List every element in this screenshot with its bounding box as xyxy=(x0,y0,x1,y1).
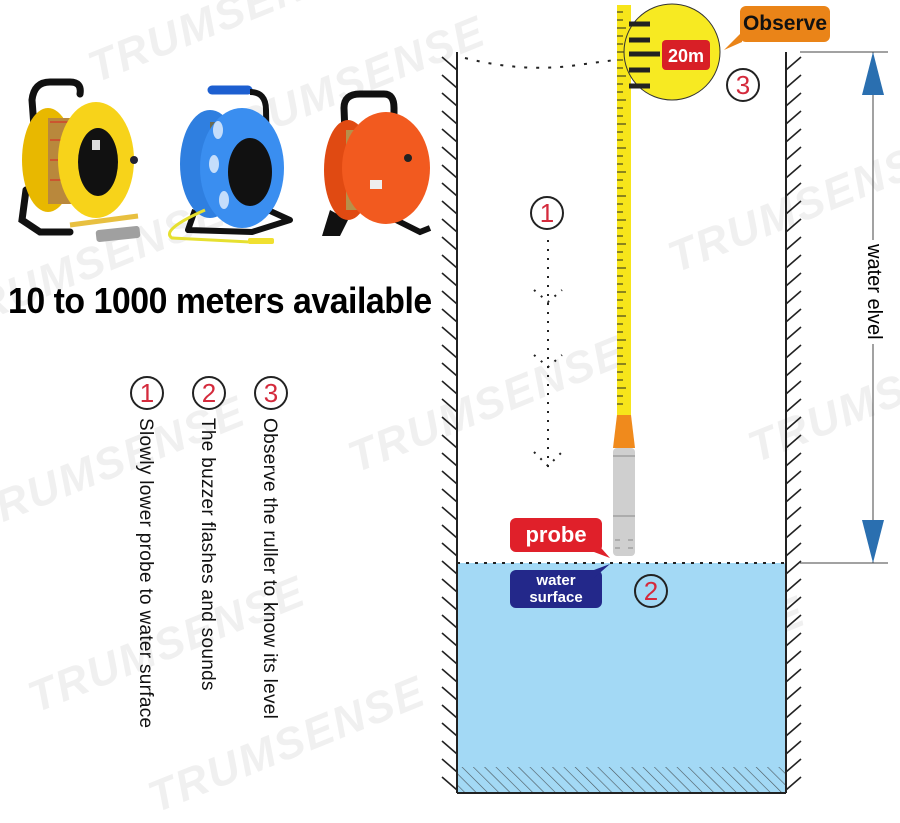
yellow-reel-image xyxy=(18,78,141,242)
measuring-tape xyxy=(617,5,631,415)
diagram-step-2-marker: 2 xyxy=(634,574,668,608)
probe xyxy=(613,415,635,556)
diagram-step-3-marker: 3 xyxy=(726,68,760,102)
step-number: 3 xyxy=(735,70,751,100)
capacity-headline: 10 to 1000 meters available xyxy=(8,280,432,321)
diagram-step-1-marker: 1 xyxy=(530,196,564,230)
ground-level-line xyxy=(464,57,631,69)
step-3-marker: 3 xyxy=(254,376,288,410)
water-surface-callout: water surface xyxy=(510,570,602,608)
probe-label: probe xyxy=(525,522,587,547)
observe-callout-tail xyxy=(724,30,744,50)
water-surface-label-line2: surface xyxy=(529,589,583,606)
left-wall-hatch xyxy=(441,56,458,791)
magnifier xyxy=(623,3,721,101)
tape-reading: 20m xyxy=(667,46,705,66)
step-1-marker: 1 xyxy=(130,376,164,410)
step-1-text: Slowly lower probe to water surface xyxy=(135,418,156,729)
well-bottom-hatch xyxy=(457,767,786,793)
right-wall-hatch xyxy=(785,56,802,791)
observe-label: Observe xyxy=(742,12,828,35)
orange-reel-image xyxy=(322,90,432,236)
step-number: 1 xyxy=(539,198,555,228)
step-number: 2 xyxy=(643,576,659,606)
water-surface-callout-tail xyxy=(594,564,610,578)
probe-callout: probe xyxy=(510,518,602,552)
step-number: 2 xyxy=(201,378,217,408)
step-number: 1 xyxy=(139,378,155,408)
water-surface-label-line1: water xyxy=(536,572,576,589)
probe-callout-tail xyxy=(594,540,610,558)
water-level-label: water elvel xyxy=(862,240,885,344)
water-body xyxy=(457,563,786,793)
descent-arrow xyxy=(533,240,563,470)
step-2-text: The buzzer flashes and sounds xyxy=(197,418,218,691)
well-diagram xyxy=(441,3,888,794)
step-3-text: Observe the ruller to know its level xyxy=(259,418,280,720)
step-number: 3 xyxy=(263,378,279,408)
blue-reel-image xyxy=(168,85,293,244)
step-2-marker: 2 xyxy=(192,376,226,410)
product-images xyxy=(18,78,432,244)
observe-callout: Observe xyxy=(740,6,830,42)
